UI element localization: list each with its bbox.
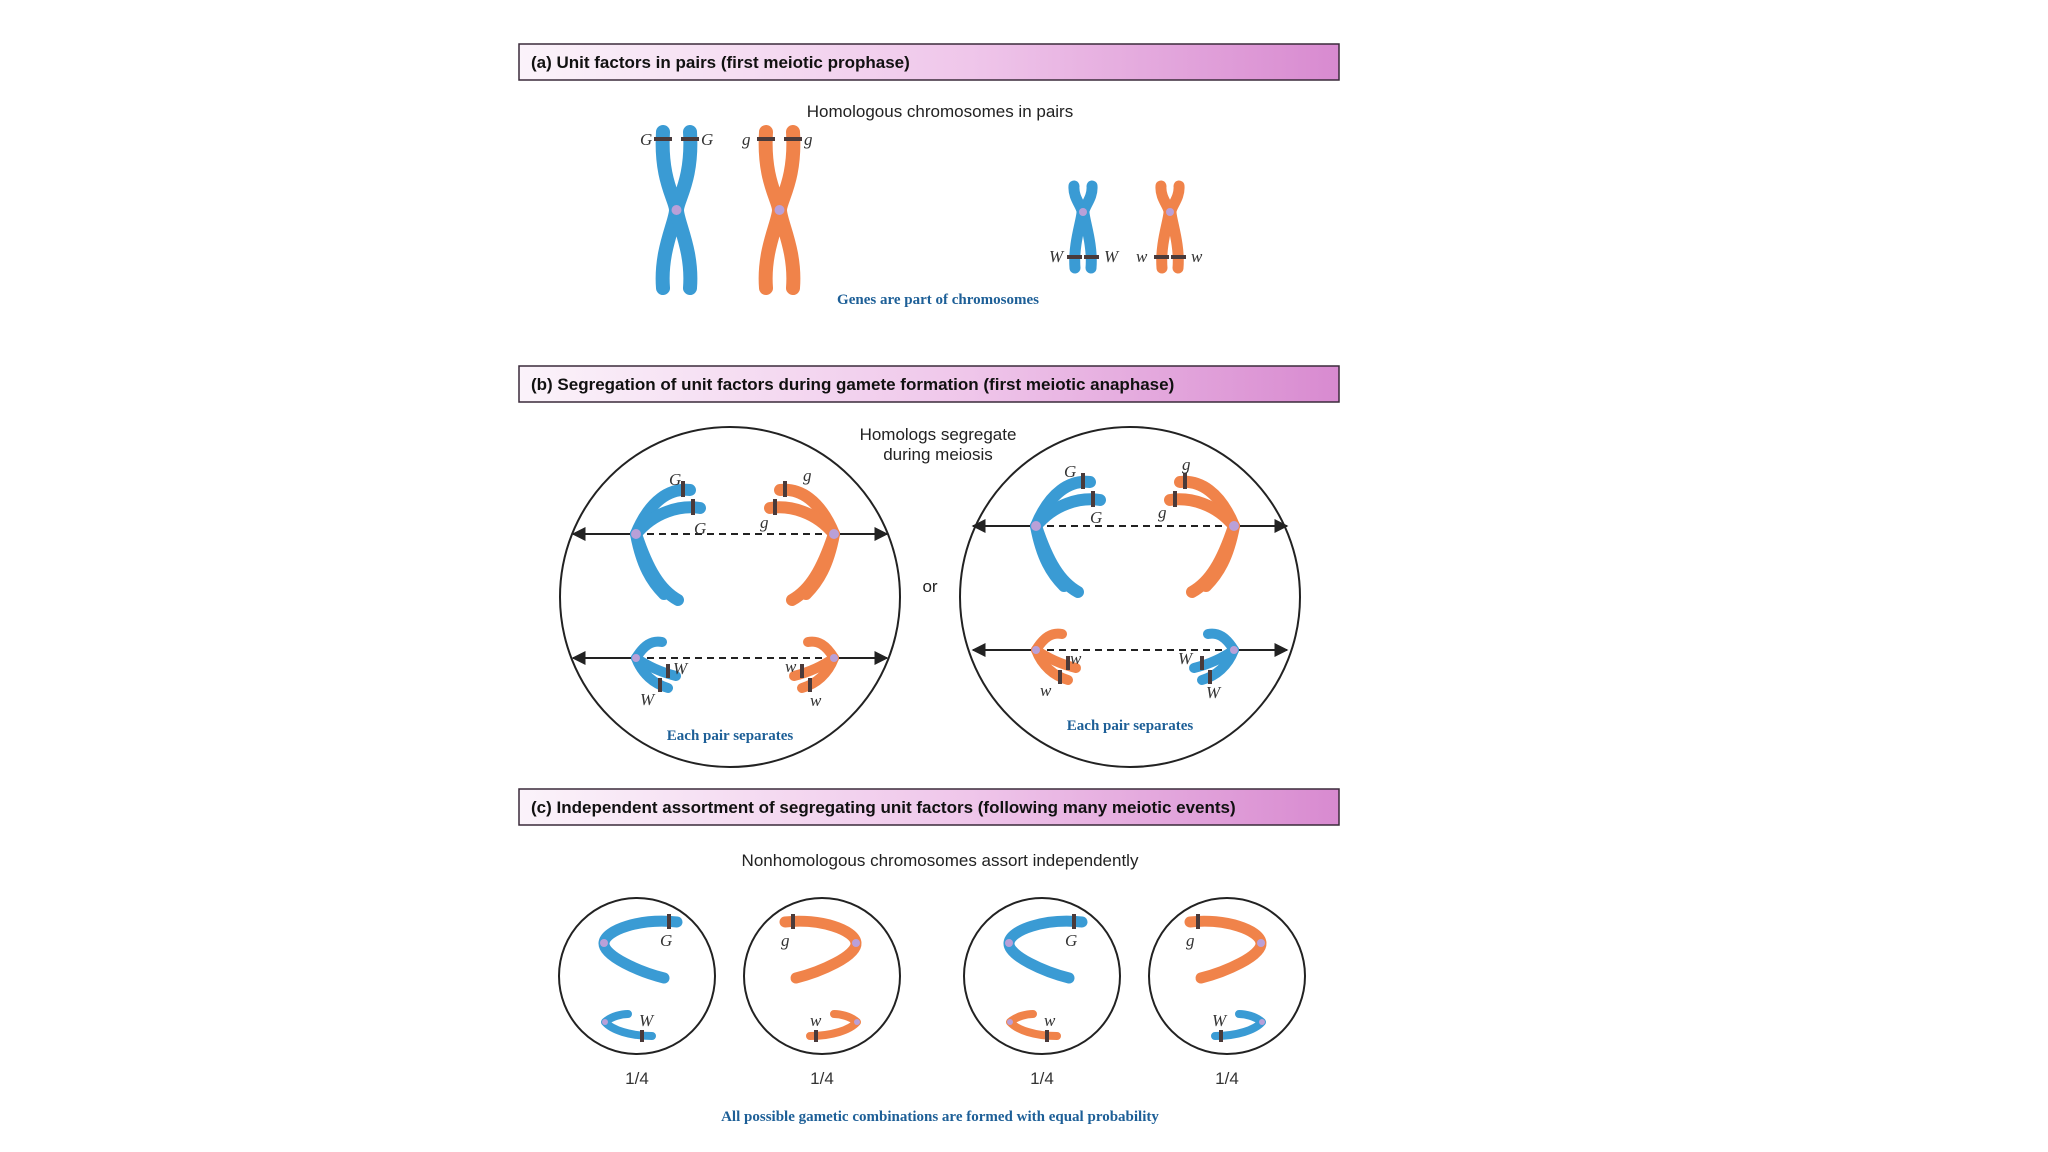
gamete-cell: G w [963, 897, 1121, 1055]
anaphase-cell-right: G G g g w [959, 426, 1301, 768]
large-blue-chromosome-pair [654, 125, 699, 295]
blue-small-chromatids [1189, 628, 1239, 685]
orange-small-chromatids [1031, 628, 1081, 685]
gene-label: w [785, 657, 797, 676]
gene-label: w [1136, 247, 1148, 266]
gene-label: g [1186, 931, 1195, 950]
panel-b-header-text: (b) Segregation of unit factors during g… [531, 375, 1174, 394]
panel-b: (b) Segregation of unit factors during g… [518, 365, 1340, 768]
panel-c-caption: All possible gametic combinations are fo… [721, 1109, 1159, 1125]
gene-label: w [1070, 649, 1082, 668]
panel-a-header: (a) Unit factors in pairs (first meiotic… [518, 43, 1340, 81]
gene-label: G [669, 470, 681, 489]
gene-label: w [810, 1011, 822, 1030]
gene-label: G [1090, 508, 1102, 527]
blue-small-chromatids [631, 636, 681, 693]
blue-large-chromatids [630, 481, 706, 606]
gene-label: w [1040, 681, 1052, 700]
gene-label: W [1104, 247, 1120, 266]
gene-label: G [1065, 931, 1077, 950]
gene-label: W [1212, 1011, 1228, 1030]
gamete-cell: g w [743, 897, 901, 1055]
left-cell-caption: Each pair separates [667, 728, 794, 744]
large-orange-chromosome-pair [757, 125, 802, 295]
orange-small-chromatids [789, 636, 839, 693]
panel-b-header: (b) Segregation of unit factors during g… [518, 365, 1340, 403]
panel-c-header: (c) Independent assortment of segregatin… [518, 788, 1340, 826]
panel-c-header-text: (c) Independent assortment of segregatin… [531, 798, 1236, 817]
small-blue-chromosome-pair [1067, 180, 1099, 274]
gene-label: W [639, 1011, 655, 1030]
probability-label: 1/4 [625, 1069, 649, 1088]
gene-label: w [810, 691, 822, 710]
gene-label: G [1064, 462, 1076, 481]
probability-label: 1/4 [1215, 1069, 1239, 1088]
gene-label: W [673, 659, 689, 678]
gene-label: W [1178, 649, 1194, 668]
gene-label: g [1182, 455, 1191, 474]
gene-label: g [781, 931, 790, 950]
orange-large-chromatids [1164, 473, 1240, 598]
panel-c: (c) Independent assortment of segregatin… [518, 788, 1340, 1125]
panel-a-subtitle: Homologous chromosomes in pairs [807, 102, 1073, 121]
gene-label: G [694, 519, 706, 538]
gene-label: g [760, 513, 769, 532]
gene-label: g [804, 130, 813, 149]
panel-c-subtitle: Nonhomologous chromosomes assort indepen… [742, 851, 1139, 870]
gene-label: g [803, 466, 812, 485]
panel-a-caption: Genes are part of chromosomes [837, 292, 1039, 308]
anaphase-cell-left: G G g g W [559, 426, 901, 768]
or-label: or [922, 577, 937, 596]
gene-label: W [1049, 247, 1065, 266]
blue-large-chromatids [1030, 473, 1106, 598]
panel-b-subtitle-line2: during meiosis [883, 445, 993, 464]
gene-label: W [1206, 683, 1222, 702]
right-cell-caption: Each pair separates [1067, 718, 1194, 734]
small-orange-chromosome-pair [1154, 180, 1186, 274]
panel-a: (a) Unit factors in pairs (first meiotic… [518, 43, 1340, 308]
gene-label: w [1044, 1011, 1056, 1030]
gene-label: G [640, 130, 652, 149]
gene-label: G [701, 130, 713, 149]
gene-label: W [640, 690, 656, 709]
gene-label: G [660, 931, 672, 950]
gamete-cell: g W [1148, 897, 1306, 1055]
gamete-cell: G W [558, 897, 716, 1055]
gene-label: g [742, 130, 751, 149]
panel-b-subtitle-line1: Homologs segregate [860, 425, 1017, 444]
panel-a-header-text: (a) Unit factors in pairs (first meiotic… [531, 53, 910, 72]
probability-label: 1/4 [1030, 1069, 1054, 1088]
probability-label: 1/4 [810, 1069, 834, 1088]
gene-label: w [1191, 247, 1203, 266]
orange-large-chromatids [764, 481, 840, 606]
gene-label: g [1158, 503, 1167, 522]
